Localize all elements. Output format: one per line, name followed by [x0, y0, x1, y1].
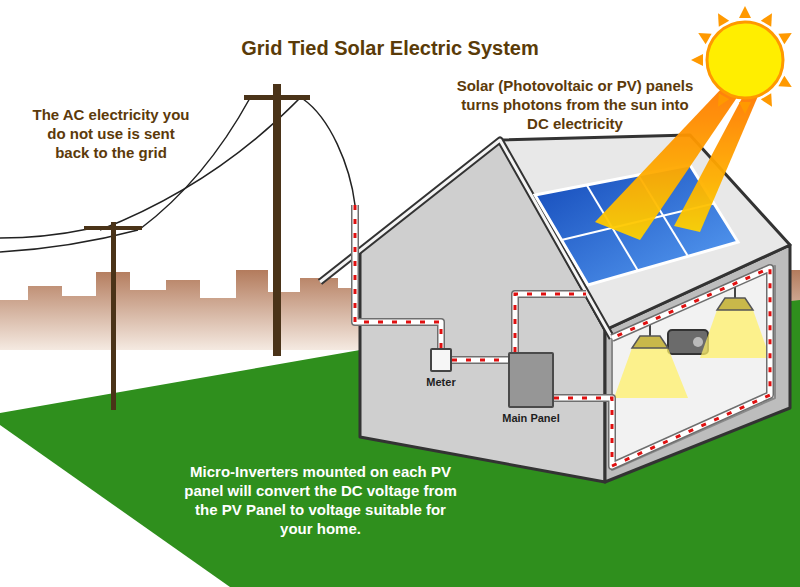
meter-box [430, 348, 452, 372]
light-cone [700, 310, 770, 358]
conduit [554, 268, 770, 466]
conduit-casing [554, 268, 770, 466]
sun-ray [713, 93, 729, 109]
sun [691, 6, 795, 114]
sun-ray [739, 6, 751, 18]
sun-ray [761, 10, 777, 26]
current-flow-marks [452, 359, 508, 362]
conduit-core [452, 358, 508, 363]
callout-note: Micro-Inverters mounted on each PV panel… [178, 462, 463, 538]
sun-ray [695, 28, 711, 44]
conduit-core [355, 205, 441, 348]
utility-pole-right [244, 84, 310, 356]
diagram-title: Grid Tied Solar Electric System [190, 36, 590, 60]
appliance-dial [693, 337, 703, 347]
main-panel-box [508, 352, 554, 408]
power-lines [0, 98, 355, 252]
current-flow-marks [355, 205, 441, 348]
sun-disc [707, 22, 783, 98]
pole-post [273, 84, 281, 356]
component: Main Panel [502, 352, 559, 425]
label-holder: Micro-Inverters mounted on each PV panel… [178, 462, 463, 538]
light-cone [614, 348, 688, 398]
component-label: Main Panel [502, 411, 559, 425]
sun-beam [674, 96, 758, 232]
conduit-connector [452, 360, 508, 361]
component: Meter [426, 348, 455, 389]
pole-crossbar [84, 226, 142, 230]
sun-ray [739, 102, 751, 114]
sun-ray [778, 28, 794, 44]
sun-ray [713, 10, 729, 26]
label-holder: Solar (Photovoltaic or PV) panels turns … [455, 76, 695, 133]
current-flow-marks [554, 268, 770, 466]
conduit-core [515, 294, 586, 352]
callout-note: Solar (Photovoltaic or PV) panels turns … [455, 76, 695, 133]
pole-crossbar [244, 95, 310, 100]
power-wire [0, 229, 88, 238]
lamp-shade [632, 336, 668, 348]
current-flow-marks [515, 294, 586, 352]
pole-post [111, 222, 116, 410]
utility-pole-left [84, 222, 142, 410]
conduit-casing [355, 205, 441, 348]
appliance [668, 330, 708, 354]
house [320, 135, 790, 482]
conduit [515, 294, 586, 352]
conduit [355, 205, 441, 348]
power-wire [0, 230, 138, 252]
component-label: Meter [426, 375, 455, 389]
service-drop-wire [303, 99, 355, 205]
conduit-casing [515, 294, 586, 352]
lamp-shade [717, 298, 753, 310]
sun-ray [691, 54, 703, 66]
conduit-core [554, 268, 770, 466]
sun-rays [691, 6, 795, 114]
conduit-casing [452, 356, 508, 364]
label-holder: The AC electricity you do not use is sen… [30, 105, 192, 162]
callout-note: The AC electricity you do not use is sen… [30, 105, 192, 162]
title-holder: Grid Tied Solar Electric System [190, 36, 590, 60]
sun-ray [761, 93, 777, 109]
sun-ray [778, 76, 794, 92]
